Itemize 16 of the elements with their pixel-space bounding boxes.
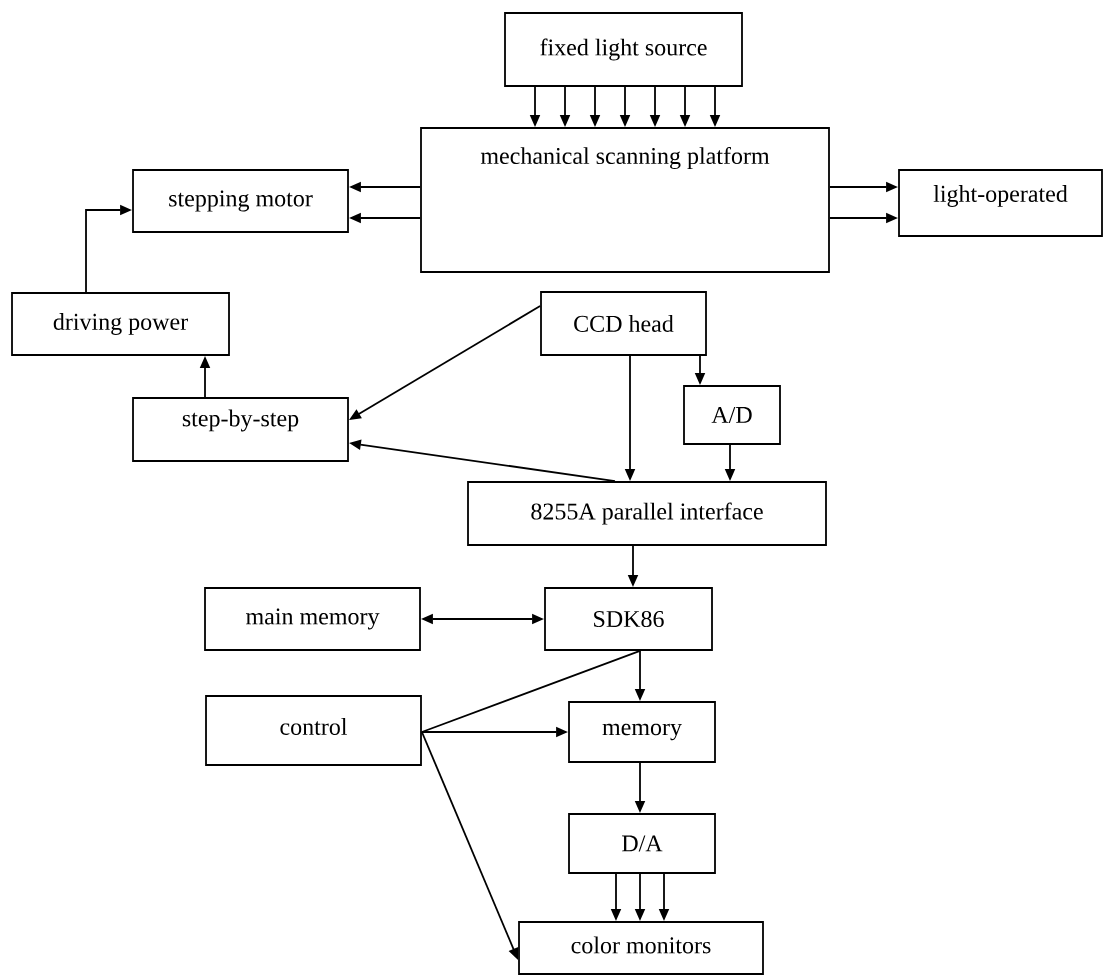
process-box: D/A — [568, 813, 716, 874]
process-box: 8255A parallel interface — [467, 481, 827, 546]
process-box: main memory — [204, 587, 421, 651]
process-box: step-by-step — [132, 397, 349, 462]
process-box: memory — [568, 701, 716, 763]
process-box: color monitors — [518, 921, 764, 975]
process-box: light-operated — [898, 169, 1103, 237]
process-box: mechanical scanning platform — [420, 127, 830, 273]
process-box: A/D — [683, 385, 781, 445]
connector-line — [421, 650, 641, 733]
process-box: driving power — [11, 292, 230, 356]
process-box: fixed light source — [504, 12, 743, 87]
process-box: SDK86 — [544, 587, 713, 651]
process-box: CCD head — [540, 291, 707, 356]
process-box: control — [205, 695, 422, 766]
process-box: stepping motor — [132, 169, 349, 233]
